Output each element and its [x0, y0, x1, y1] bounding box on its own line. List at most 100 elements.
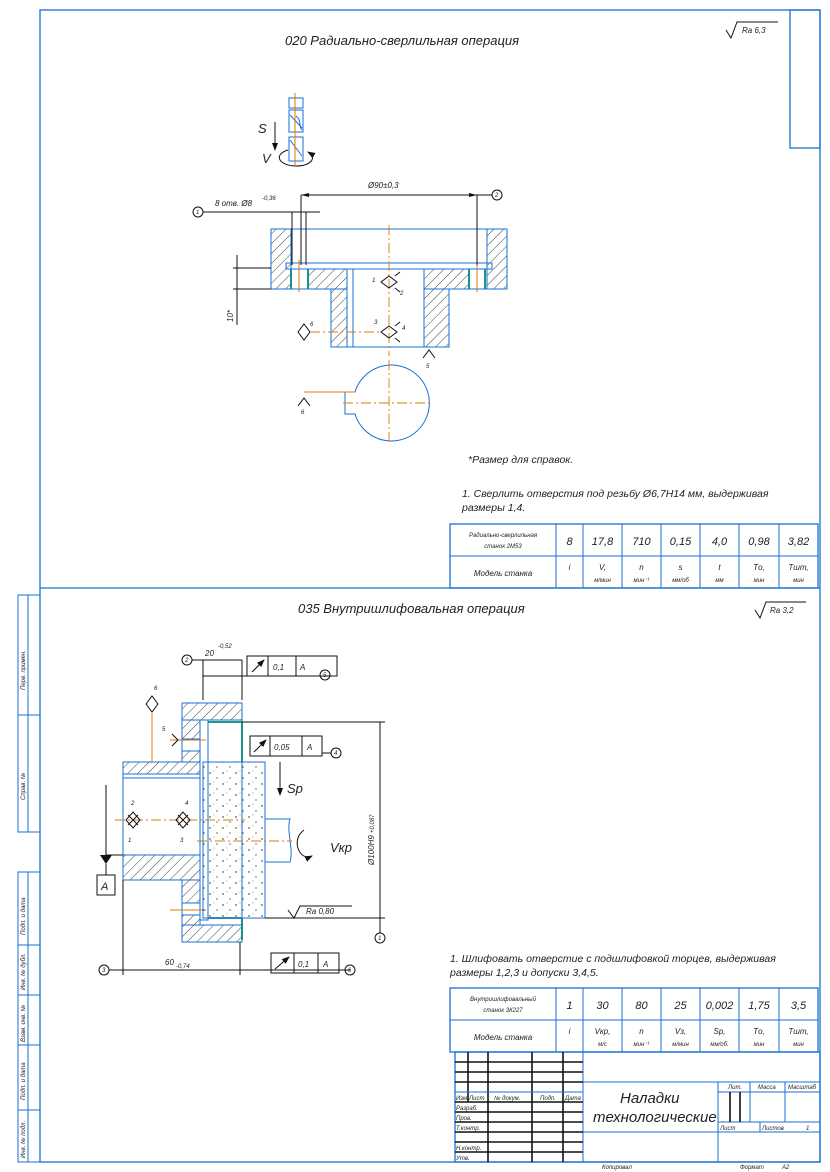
feed-label: S — [258, 121, 267, 136]
table-cell-value: 4,0 — [712, 536, 728, 548]
speed-label: Vкр — [330, 840, 352, 855]
dim-height: 10* — [226, 309, 235, 322]
sheets-label: Листов — [761, 1126, 784, 1132]
row-label: Разраб. — [456, 1106, 478, 1112]
table-cell-value: 0,002 — [706, 1000, 734, 1012]
dim-length: 60 — [165, 958, 174, 967]
callout-number: 2 — [184, 658, 189, 664]
sheet-frame — [39, 9, 821, 1163]
column-label: Лист — [468, 1096, 484, 1102]
base-label: 5 — [426, 364, 430, 370]
stamp-label: Инв. № дубл. — [20, 953, 27, 990]
base-label: 5 — [162, 727, 166, 733]
table-header-unit: мин — [754, 1042, 765, 1048]
table-cell-value: 30 — [596, 1000, 609, 1012]
table-header-symbol: s — [679, 563, 683, 572]
part-section-grinding — [115, 702, 292, 943]
roughness-symbol: Ra 6,3 — [725, 21, 778, 40]
callout-number: 3 — [102, 968, 106, 974]
tolerance-datum: A — [306, 743, 312, 752]
table-header-symbol: i — [569, 1027, 571, 1036]
table-header-symbol: t — [718, 563, 721, 572]
note-1: 1. Сверлить отверстия под резьбу Ø6,7H14… — [462, 488, 769, 500]
document-title-continued: технологические — [593, 1109, 717, 1126]
table-cell-value: 8 — [566, 536, 573, 548]
table-header-unit: мин — [754, 578, 765, 584]
operation-035: 035 Внутришлифовальная операция Ra 3,2 — [96, 601, 819, 1053]
tolerance-value: 0,1 — [298, 960, 309, 969]
dimensions-035: 2 20 -0,52 3 60 -0,74 1 Ø100H9 +0,087 Ra… — [98, 644, 386, 976]
stamp-label: Инв. № подл. — [20, 1121, 27, 1158]
motion-arrows-035: Sp Vкр — [277, 762, 352, 862]
tolerance-frame: 0,1 A 6 — [270, 952, 356, 976]
format-value: A2 — [781, 1165, 790, 1171]
table-cell-value: 80 — [635, 1000, 648, 1012]
operation-020: 020 Радиально-сверлильная операция Ra 6,… — [192, 21, 819, 589]
table-header-symbol: n — [639, 563, 644, 572]
callout-number: 1 — [196, 210, 199, 216]
table-header-unit: м/мин — [672, 1042, 689, 1048]
column-label: Подп. — [540, 1096, 556, 1102]
header-label: Модель станка — [474, 1033, 533, 1042]
scale-label: Масштаб — [788, 1085, 817, 1091]
datum-label: A — [100, 881, 108, 893]
column-label: Изм. — [456, 1096, 469, 1102]
table-header-symbol: Vкр, — [595, 1027, 611, 1036]
base-label: 4 — [402, 326, 406, 332]
base-label: 6 — [154, 686, 158, 692]
document-title: Наладки — [620, 1090, 680, 1107]
base-label: 3 — [374, 320, 378, 326]
feed-label: Sp — [287, 781, 303, 796]
mass-label: Масса — [758, 1085, 776, 1091]
base-label: 2 — [399, 291, 404, 297]
dim-bore-tolerance: +0,087 — [370, 814, 376, 833]
stamp-label: Справ. № — [20, 772, 27, 800]
grinding-wheel — [202, 761, 266, 919]
table-header-unit: мм/об. — [710, 1042, 728, 1048]
operation-title: 035 Внутришлифовальная операция — [298, 601, 525, 616]
roughness-bore: Ra 0,80 — [306, 907, 335, 916]
tolerance-frame: 0,1 A 5 — [246, 655, 338, 681]
dim-holes: 8 отв. Ø8 — [215, 199, 253, 208]
base-label: 1 — [372, 278, 375, 284]
row-label: Н.контр. — [456, 1146, 481, 1152]
format-label: Формат — [740, 1165, 764, 1171]
table-header-symbol: V, — [599, 563, 606, 572]
operation-title: 020 Радиально-сверлильная операция — [285, 33, 519, 48]
roughness-value: Ra 3,2 — [770, 606, 794, 615]
locating-symbols-020: 1 2 3 4 5 6 6 — [297, 271, 436, 416]
speed-label: V — [262, 151, 272, 166]
table-cell-value: 3,82 — [788, 536, 809, 548]
wheel-spindle — [265, 818, 292, 863]
lit-label: Лит. — [727, 1085, 742, 1091]
machine-name: Внутришлифовальный — [470, 996, 537, 1003]
machine-name: Радиально-сверлильная — [469, 533, 538, 539]
table-header-unit: м/с — [598, 1042, 607, 1048]
tolerance-datum: A — [299, 663, 305, 672]
title-block: Изм. Лист № докум. Подп. Дата Разраб. Пр… — [454, 1051, 821, 1171]
dim-diameter: Ø90±0,3 — [367, 181, 399, 190]
stamp-label: Подп. и дата — [21, 897, 27, 935]
row-label: Утв. — [455, 1156, 470, 1162]
machine-model: станок 2М53 — [484, 544, 522, 550]
dim-holes-tolerance: -0,36 — [262, 196, 276, 202]
table-cell-value: 0,15 — [670, 536, 692, 548]
callout-number: 4 — [334, 751, 338, 757]
base-label: 6 — [301, 410, 305, 416]
locating-symbols-035: 2 1 4 3 5 6 — [125, 686, 191, 844]
row-label: Т.контр. — [456, 1126, 480, 1132]
dimensions-020: Ø90±0,3 2 1 8 отв. Ø8 -0,36 10* — [192, 181, 503, 325]
dim-width: 20 — [204, 649, 214, 658]
table-header-symbol: Tо, — [753, 1027, 765, 1036]
dim-bore: Ø100H9 — [367, 835, 376, 866]
part-top-view — [304, 360, 430, 445]
machine-model: станок 3К227 — [483, 1008, 523, 1014]
table-header-unit: м/мин — [594, 578, 611, 584]
sheet-label: Лист — [719, 1126, 735, 1132]
base-label: 3 — [180, 838, 184, 844]
header-label: Модель станка — [474, 569, 533, 578]
column-label: № докум. — [494, 1095, 520, 1102]
table-header-symbol: Tшт, — [788, 563, 808, 572]
